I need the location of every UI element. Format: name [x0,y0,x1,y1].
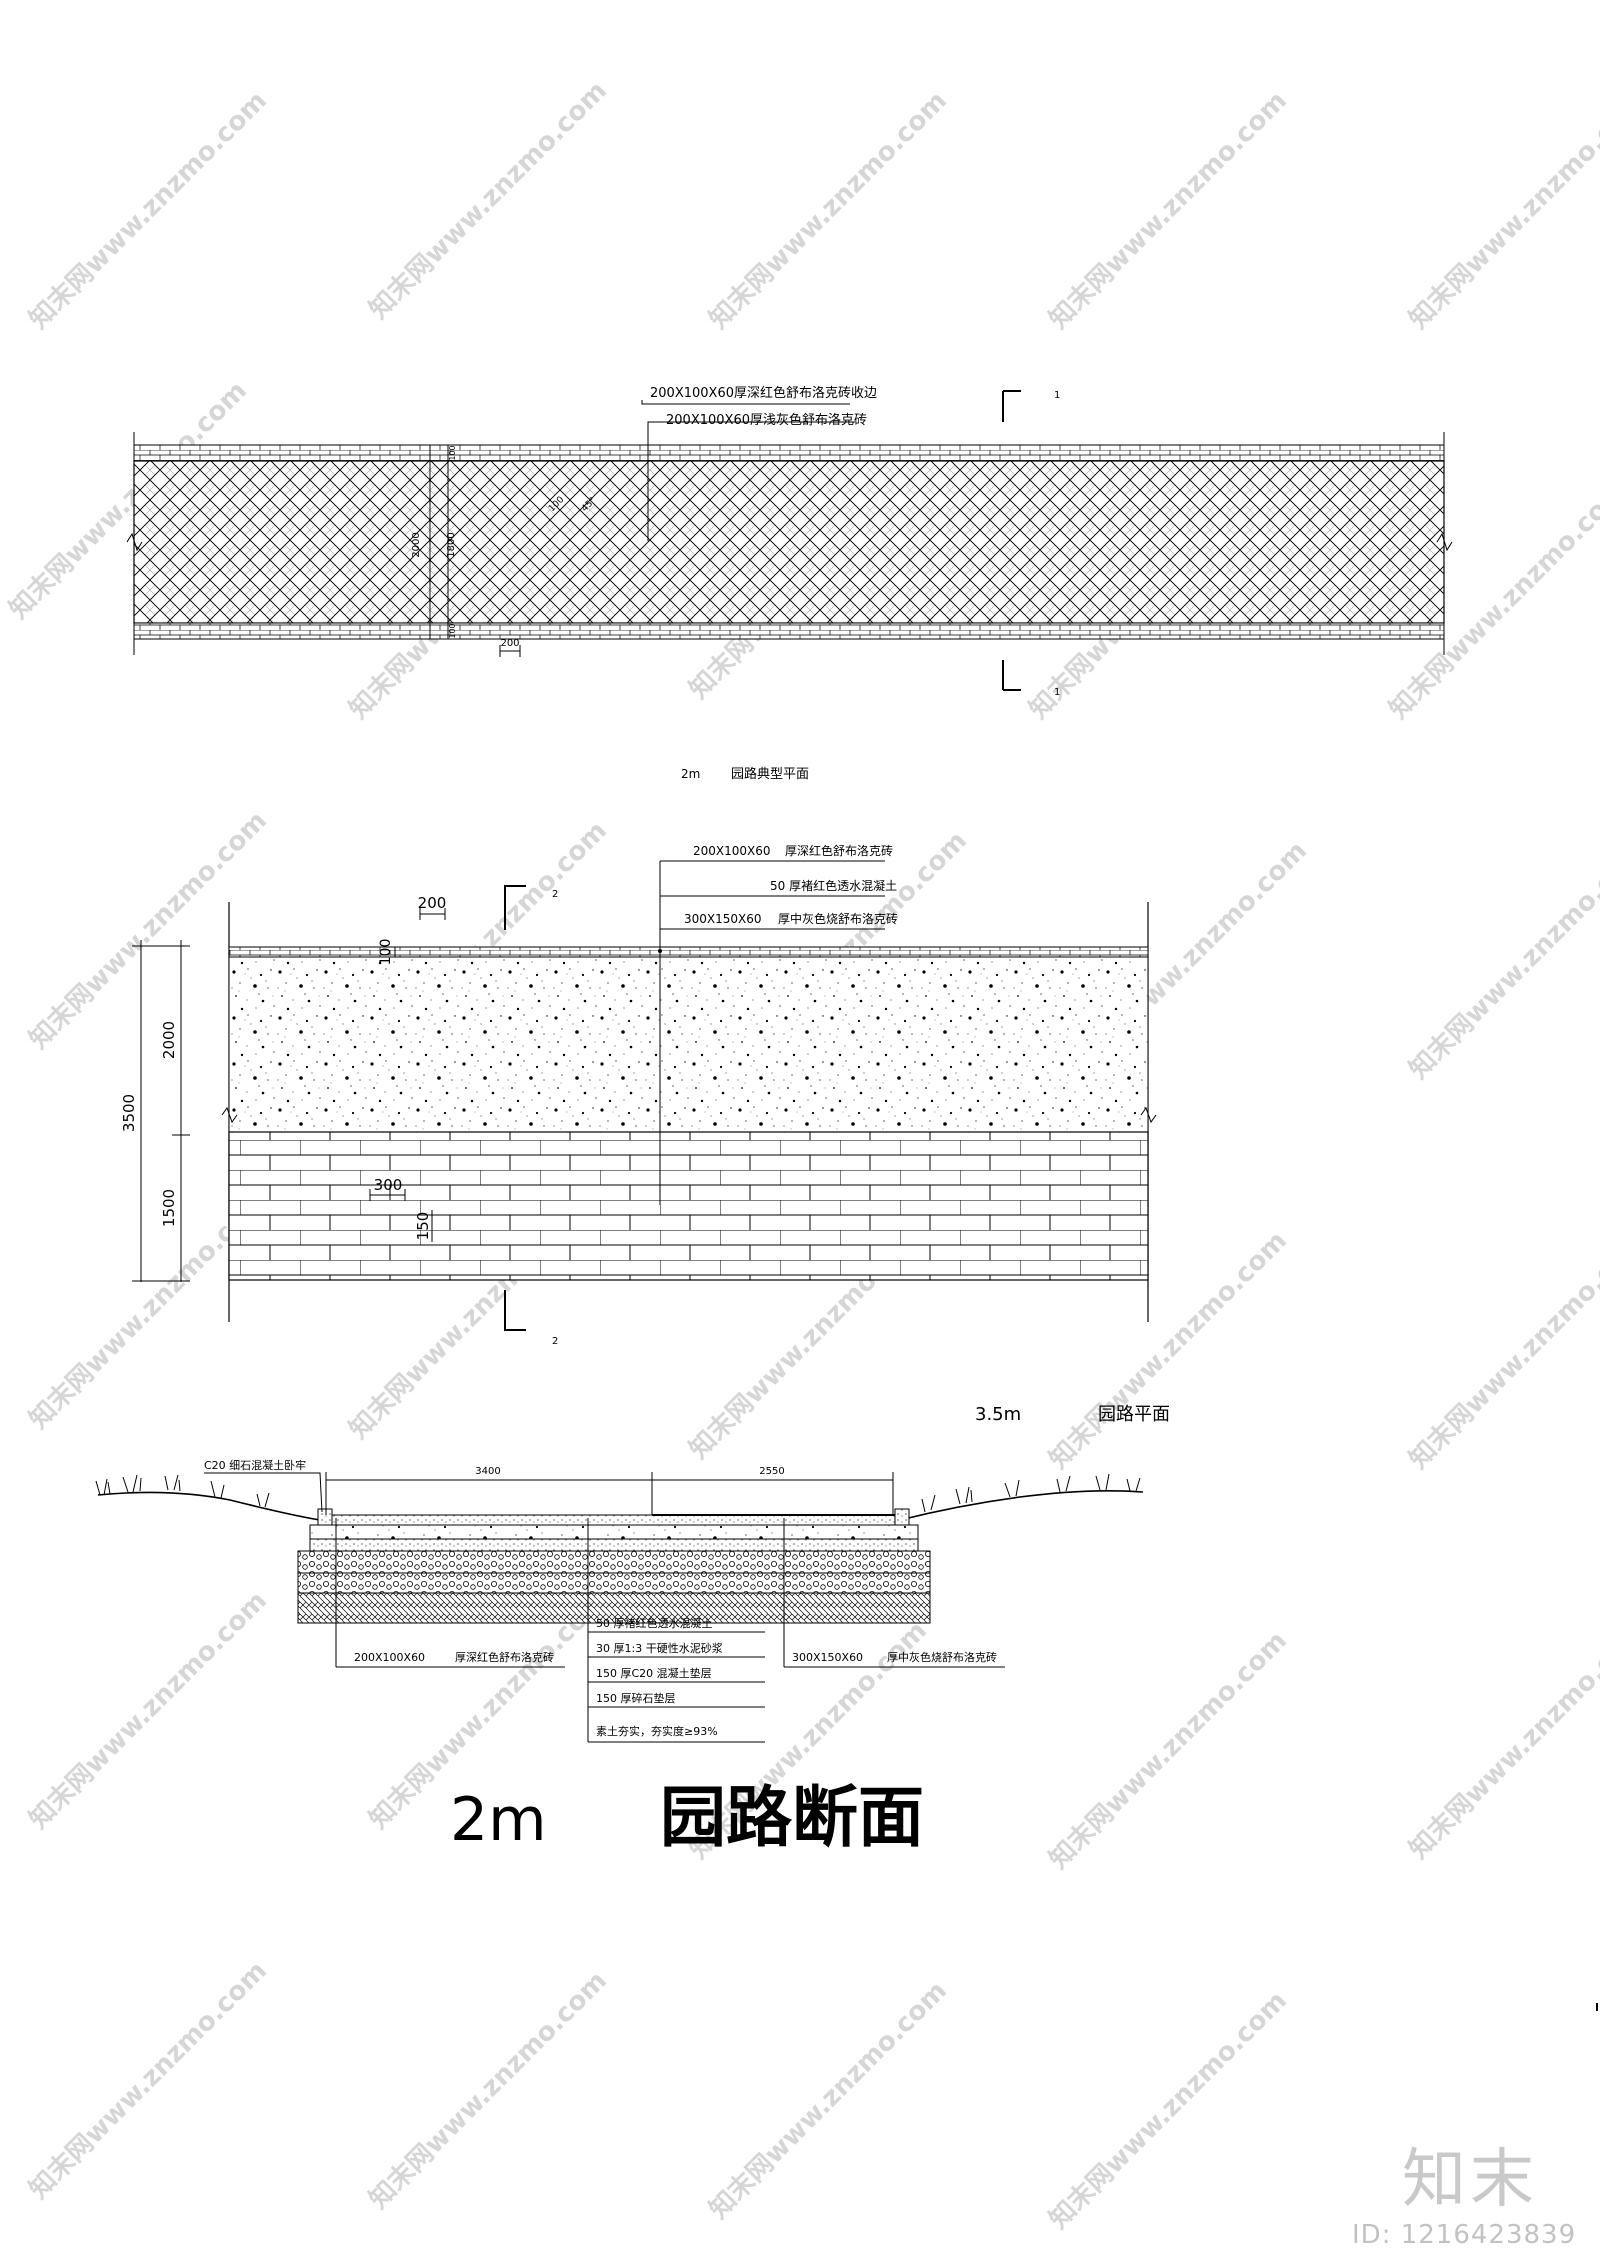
note-3-desc: 厚中灰色烧舒布洛克砖 [778,911,898,926]
base-layer [297,1572,931,1594]
dim-100-top: 100 [448,445,457,460]
dim-3400: 3400 [475,1466,500,1477]
brick-edge-row [228,946,1149,958]
dim-2000: 2000 [411,532,422,557]
dim-100-bottom: 100 [448,623,457,638]
note-2: 50 厚褚红色透水混凝土 [770,878,897,893]
id-label: ID: 1216423839 [1352,2220,1577,2250]
layer-list: 50 厚褚红色透水混凝土 30 厚1:3 干硬性水泥砂浆 150 厚C20 混凝… [588,1616,765,1743]
watermark-text: 知末网www.znzmo.com [24,1956,273,2205]
watermark-text: 知末网www.znzmo.com [364,76,613,325]
watermark-text: 知末网www.znzmo.com [1404,1226,1600,1475]
section-mark-1-top: 1 [1054,390,1060,401]
watermark-text: 知末网www.znzmo.com [24,1586,273,1835]
section-mark-2-top: 2 [552,889,558,900]
layer-left-desc: 厚深红色舒布洛克砖 [455,1650,554,1664]
note-1-desc: 厚深红色舒布洛克砖 [785,843,893,858]
plan-2m-title: 园路典型平面 [731,766,809,782]
plan-2m: 2000 1800 100 100 200 100 45° 200X100X60… [126,385,1453,782]
paving-surface [331,1514,896,1526]
layer-item: 30 厚1:3 干硬性水泥砂浆 [596,1641,723,1655]
watermark-text: 知末网www.znzmo.com [1404,836,1600,1085]
dim-2000: 2000 [160,1021,178,1059]
watermark-text: 知末网www.znzmo.com [24,86,273,335]
layer-item: 150 厚C20 混凝土垫层 [596,1666,712,1680]
brand-logo: 知末 [1402,2143,1538,2217]
section-title: 园路断面 [660,1779,924,1856]
watermark-text: 知末网www.znzmo.com [364,1966,613,2215]
layer-item: 50 厚褚红色透水混凝土 [596,1616,713,1630]
dim-1500: 1500 [160,1189,178,1227]
watermark-text: 知末网www.znzmo.com [1404,1616,1600,1865]
border-strip-bottom [133,622,1445,640]
dim-2550: 2550 [759,1466,784,1477]
dim-100: 100 [378,939,394,966]
watermark-text: 知末网www.znzmo.com [1044,1626,1293,1875]
herringbone-field [133,460,1445,624]
border-strip-top [133,444,1445,462]
layer-right-code: 300X150X60 [792,1651,863,1664]
plan-35m: 3500 2000 1500 200 100 300 150 200X100X6… [120,843,1170,1425]
gravel-layer [297,1550,931,1574]
grass-tufts [95,1473,1141,1513]
mortar-layer [309,1538,919,1552]
note-field-brick: 200X100X60厚浅灰色舒布洛克砖 [666,412,867,428]
note-border-brick: 200X100X60厚深红色舒布洛克砖收边 [650,385,877,401]
layer-left-code: 200X100X60 [354,1651,425,1664]
note-1-code: 200X100X60 [693,844,771,858]
brick-paving-area [228,1131,1149,1281]
dim-150: 150 [414,1212,432,1241]
watermark-text: 知末网www.znzmo.com [1044,1986,1293,2235]
dim-3500: 3500 [120,1094,138,1132]
plan-35m-title: 园路平面 [1098,1404,1170,1425]
layer-item: 150 厚碎石垫层 [596,1691,676,1705]
section-title-size: 2m [450,1785,547,1855]
watermark-text: 知末网www.znzmo.com [1044,86,1293,335]
watermark-text: 知末网www.znzmo.com [704,1976,953,2225]
watermark-text: 知末网www.znzmo.com [1404,86,1600,335]
dim-200: 200 [500,638,519,649]
soil-layer [297,1592,931,1624]
plan-2m-size: 2m [681,767,700,781]
concrete-layer [309,1524,919,1540]
dim-300: 300 [374,1176,403,1194]
layer-item: 素土夯实，夯实度≥93% [596,1724,718,1738]
layer-right-desc: 厚中灰色烧舒布洛克砖 [887,1650,997,1664]
dim-1800: 1800 [446,532,457,557]
note-3-code: 300X150X60 [684,912,762,926]
dim-200: 200 [418,894,447,912]
permeable-concrete-area [228,956,1149,1133]
plan-35m-size: 3.5m [975,1404,1021,1425]
section-2m: 3400 2550 C20 细石混凝土卧牢 200X100X60 厚深红色舒布洛… [95,1458,1144,1856]
section-mark-2-bottom: 2 [552,1336,558,1347]
watermark-text: 知末网www.znzmo.com [704,86,953,335]
curb-note: C20 细石混凝土卧牢 [204,1458,306,1472]
section-mark-1-bottom: 1 [1054,687,1060,698]
